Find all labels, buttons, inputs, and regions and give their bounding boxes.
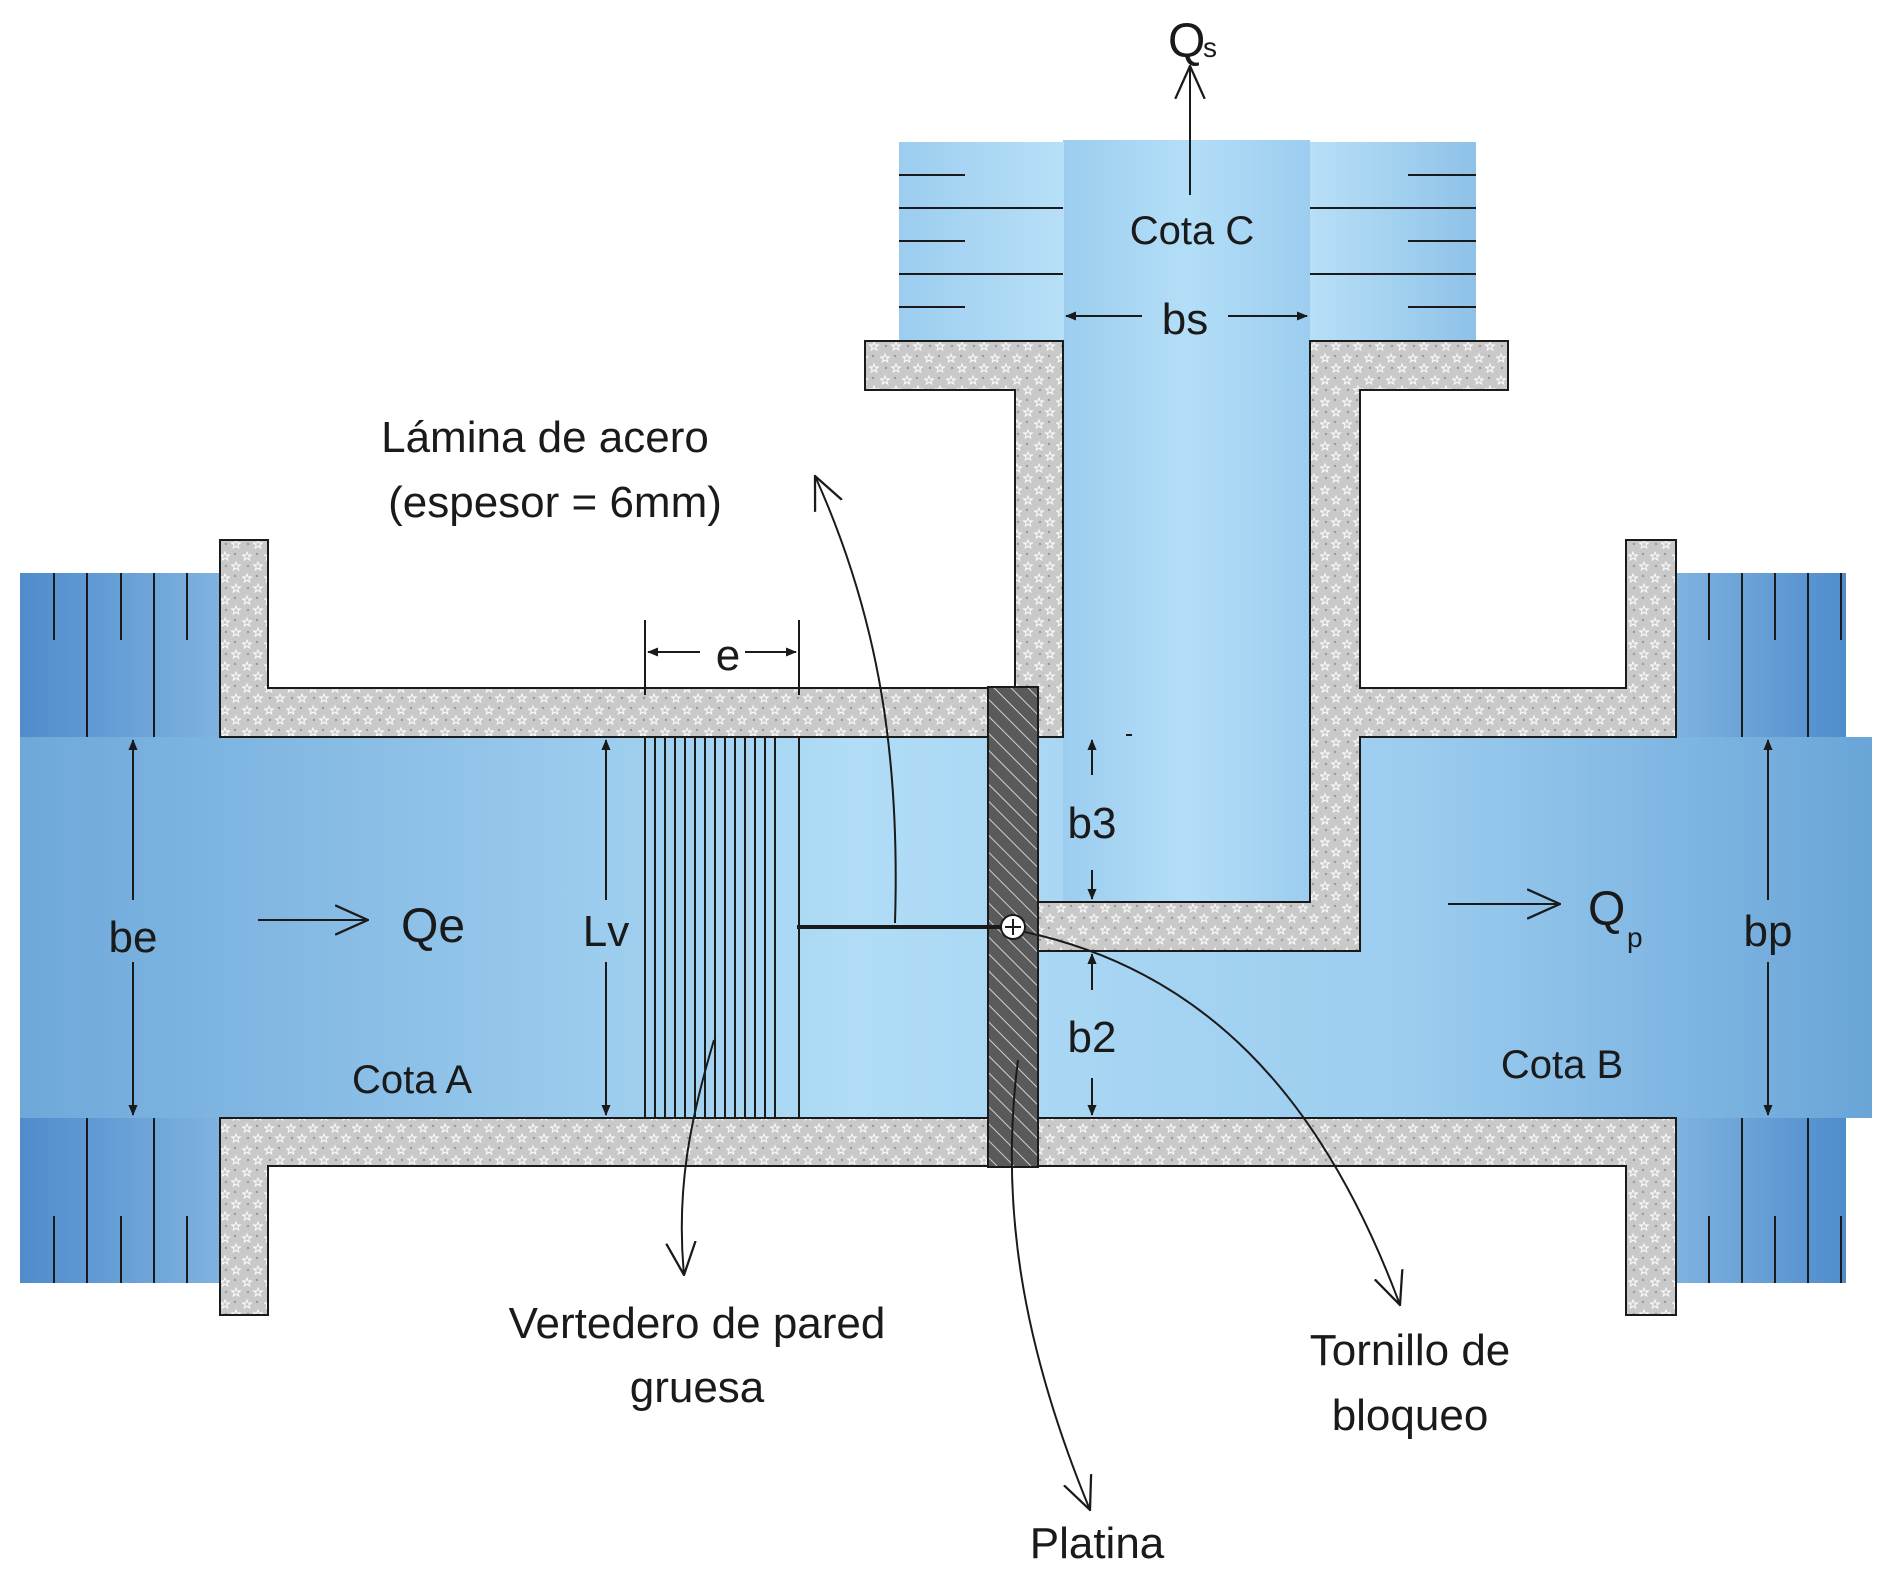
- label-lamina-line2: (espesor = 6mm): [388, 478, 722, 527]
- label-qp: Q: [1588, 883, 1625, 936]
- label-tornillo-line1: Tornillo de: [1310, 1326, 1511, 1375]
- label-cota-c: Cota C: [1130, 209, 1255, 253]
- label-e: e: [716, 631, 740, 680]
- label-cota-a: Cota A: [352, 1058, 472, 1102]
- bottom-wall-right: [1037, 1117, 1677, 1316]
- left-flange-wall-bottom: [219, 1117, 991, 1316]
- label-tornillo-line2: bloqueo: [1332, 1391, 1489, 1440]
- label-cota-b: Cota B: [1501, 1043, 1623, 1087]
- label-vertedero-line1: Vertedero de pared: [509, 1299, 886, 1348]
- label-qs: Q: [1168, 15, 1205, 68]
- label-bp: bp: [1744, 907, 1793, 956]
- platina-leader: [1010, 1059, 1090, 1510]
- label-be: be: [109, 913, 158, 962]
- left-flange-wall: [219, 539, 991, 738]
- flow-arrows: [258, 66, 1560, 920]
- flange-stripes: [53, 174, 1842, 1283]
- vertedero-leader: [682, 1039, 715, 1275]
- label-b3: b3: [1068, 799, 1117, 848]
- pipe-walls: [219, 340, 1677, 1316]
- leader-lines: [682, 476, 1400, 1510]
- riser-left-wall: [864, 340, 1064, 738]
- label-qe: Qe: [401, 900, 465, 953]
- right-flange-bottom-block: [1676, 1118, 1846, 1283]
- text-labels: Q s Cota C bs Lámina de acero (espesor =…: [109, 15, 1793, 1568]
- riser-water: [1063, 140, 1310, 902]
- vertedero-weir: [644, 737, 800, 1118]
- label-qs-sub: s: [1203, 32, 1217, 63]
- right-flange-top-block: [1676, 573, 1846, 737]
- label-vertedero-line2: gruesa: [630, 1363, 765, 1412]
- label-lv: Lv: [583, 907, 629, 956]
- lamina-leader: [815, 476, 897, 924]
- tornillo-bolt: [1000, 914, 1026, 940]
- label-qp-sub: p: [1627, 922, 1643, 953]
- tornillo-leader: [1024, 931, 1400, 1305]
- label-lamina-line1: Lámina de acero: [381, 413, 709, 462]
- label-b2: b2: [1068, 1013, 1117, 1062]
- dimension-lines: [128, 311, 1773, 1116]
- label-bs: bs: [1162, 295, 1208, 344]
- label-platina: Platina: [1030, 1519, 1165, 1568]
